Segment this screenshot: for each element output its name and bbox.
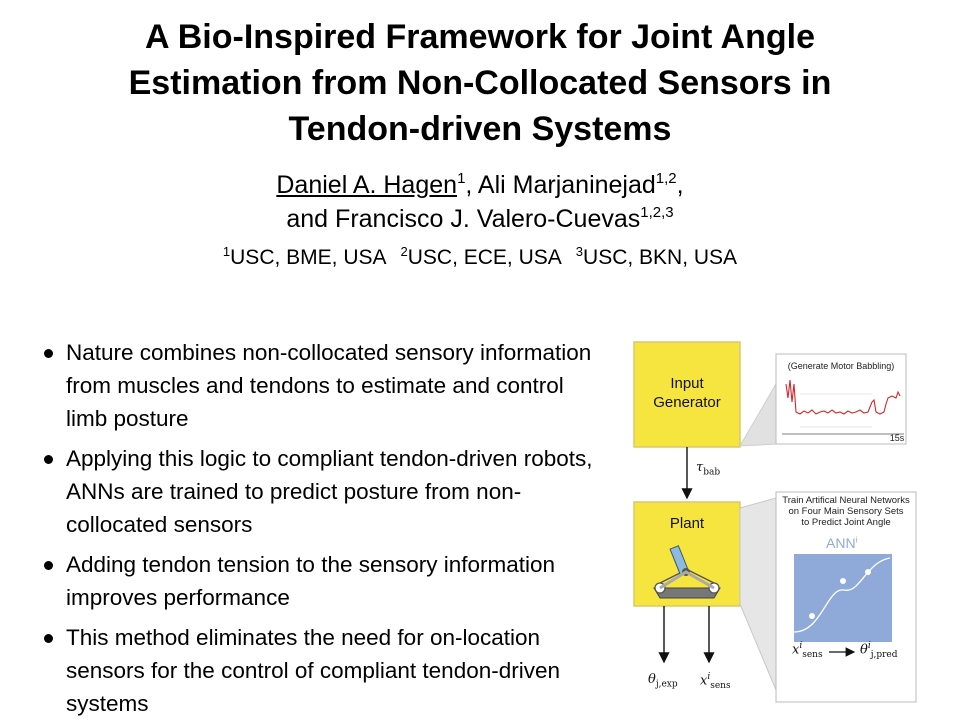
author-prefix: and (286, 205, 336, 233)
affil-text: USC, BME, USA (230, 246, 387, 269)
author-line-1: Daniel A. Hagen1, Ali Marjaninejad1,2, (60, 168, 900, 202)
tau-babbling-label: τbab (696, 460, 721, 478)
author-sup-2: 1,2 (655, 170, 677, 187)
title-line-1: A Bio-Inspired Framework for Joint Angle (145, 18, 815, 56)
babbling-title: (Generate Motor Babbling) (787, 361, 895, 371)
ann-plot-area (794, 554, 892, 642)
affil-sup: 3 (575, 244, 584, 259)
poster-title: A Bio-Inspired Framework for Joint Angle… (60, 14, 900, 152)
bullet-item: Adding tendon tension to the sensory inf… (42, 548, 607, 614)
bullet-dot-icon (44, 561, 53, 570)
affil-sup: 1 (222, 244, 231, 259)
diagram-graphics (633, 341, 917, 703)
author-line-2: and Francisco J. Valero-Cuevas1,2,3 (60, 202, 900, 236)
bullet-item: This method eliminates the need for on-l… (42, 621, 607, 720)
framework-diagram: Input Generator Plant (Generate Motor Ba… (622, 332, 952, 712)
ann-caption: Train Artifical Neural Networks on Four … (782, 495, 910, 528)
input-generator-box (633, 341, 741, 448)
bullet-dot-icon (44, 349, 53, 358)
tendon-mechanism-icon (653, 545, 721, 599)
author-sup-3: 1,2,3 (640, 204, 674, 221)
ann-input-label: xisens (792, 641, 823, 660)
bullet-dot-icon (44, 634, 53, 643)
title-line-2: Estimation from Non-Collocated Sensors i… (128, 64, 832, 102)
x-sens-label: xisens (700, 672, 731, 691)
bullet-item: Nature combines non-collocated sensory i… (42, 336, 607, 435)
babbling-time-label: 15s (889, 433, 905, 443)
bullet-list: Nature combines non-collocated sensory i… (42, 336, 607, 727)
babbling-plot-panel (775, 353, 907, 445)
bullet-dot-icon (44, 455, 53, 464)
ann-output-label: θij,pred (860, 641, 898, 660)
affiliations: 1USC, BME, USA 2USC, ECE, USA 3USC, BKN, U… (60, 244, 900, 272)
author-name-3: Francisco J. Valero-Cuevas (335, 205, 641, 233)
affil-text: USC, BKN, USA (583, 246, 738, 269)
author-name-1: Daniel A. Hagen (276, 171, 458, 199)
ann-label: ANNi (826, 535, 858, 551)
babbling-signal-line (785, 379, 901, 415)
theta-exp-label: θj,exp (648, 672, 678, 690)
author-separator: , (465, 171, 478, 199)
affil-sup: 2 (400, 244, 408, 259)
author-list: Daniel A. Hagen1, Ali Marjaninejad1,2, a… (60, 168, 900, 236)
title-line-3: Tendon-driven Systems (288, 110, 672, 148)
ann-fit-curve (793, 557, 891, 633)
input-generator-label: Input Generator (653, 375, 721, 411)
plant-label: Plant (669, 515, 705, 532)
bullet-item: Applying this logic to compliant tendon-… (42, 442, 607, 541)
author-name-2: Ali Marjaninejad (477, 171, 656, 199)
author-sup-1: 1 (457, 170, 466, 187)
affil-text: USC, ECE, USA (407, 246, 562, 269)
author-separator: , (676, 171, 684, 199)
